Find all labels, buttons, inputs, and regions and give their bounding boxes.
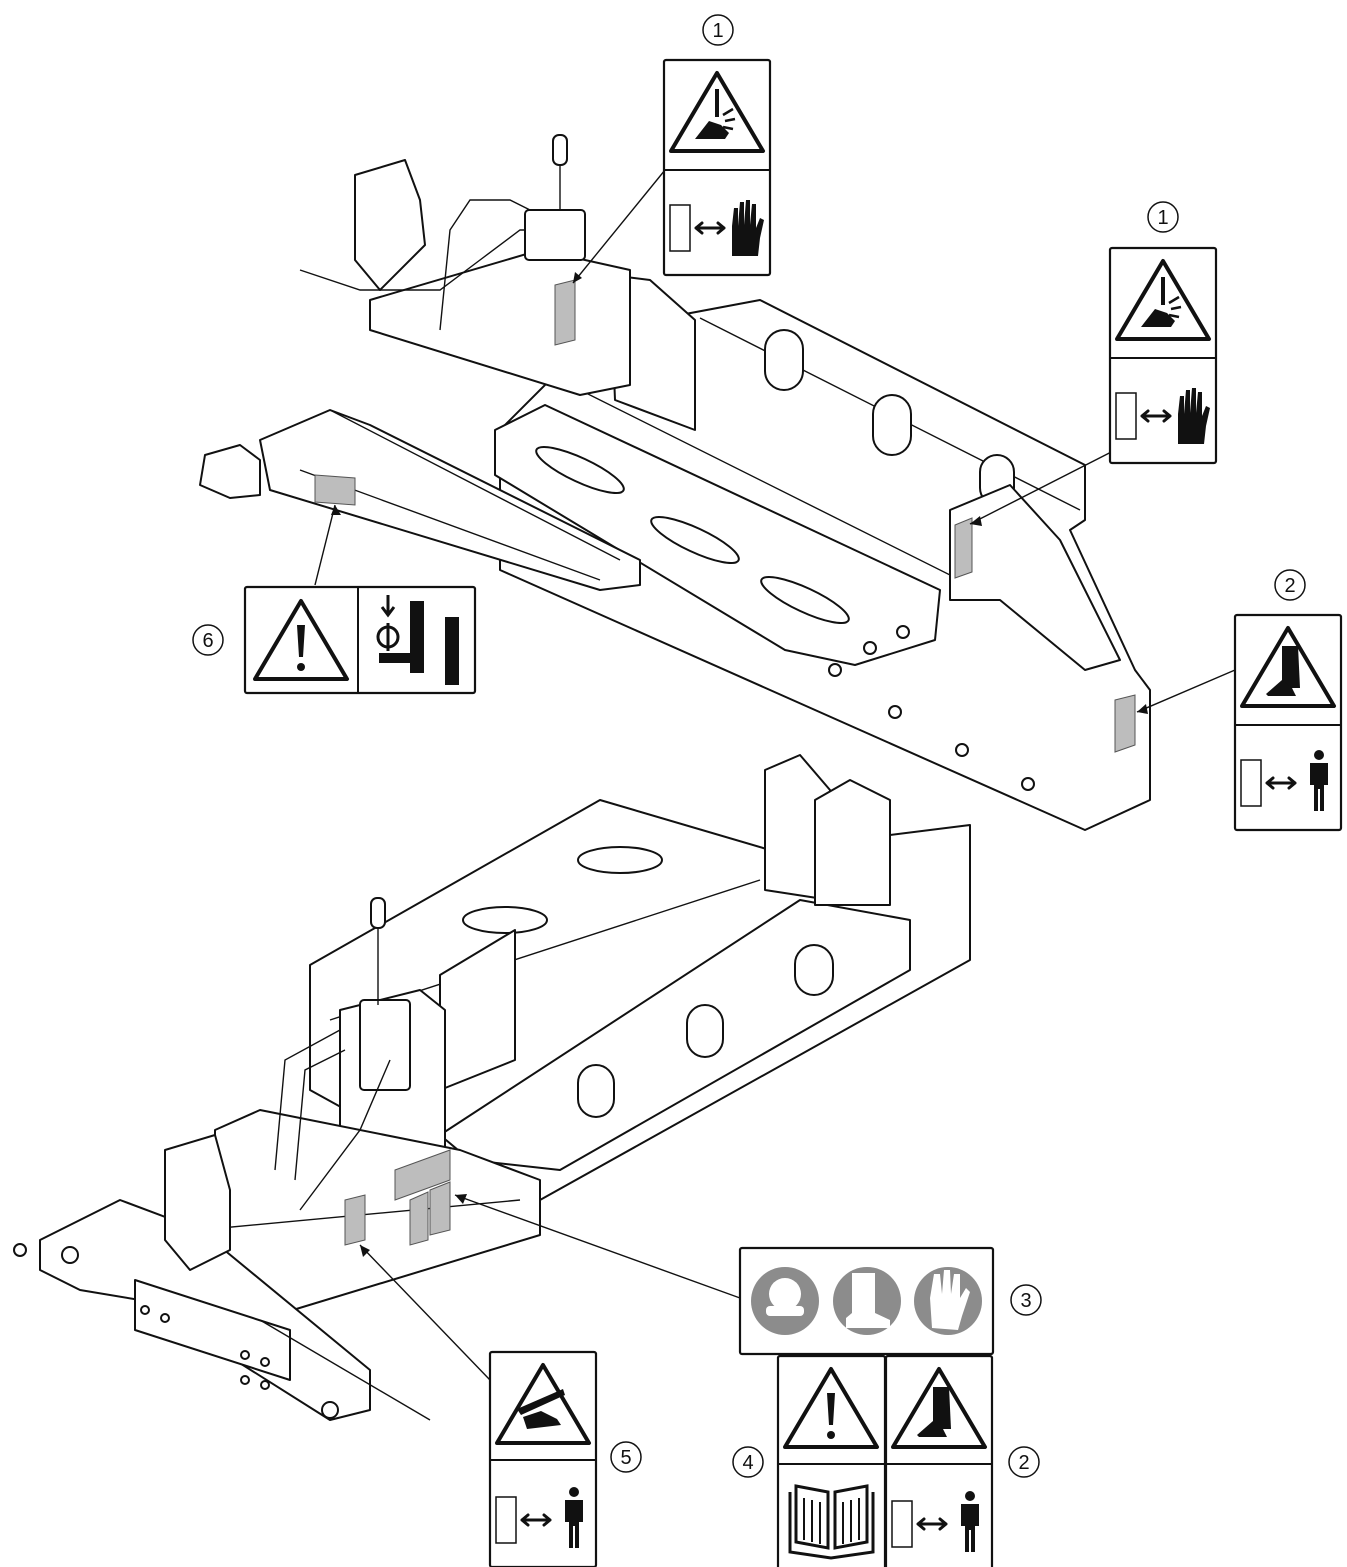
decal-panel-2-bottom [884,1354,994,1567]
safety-boot-icon [833,1267,901,1335]
decal-panel-1-top [662,58,772,277]
decal-panel-4-manual [776,1354,887,1567]
bottom-log-splitter [13,754,971,1421]
decal-spot-2a [1114,694,1136,753]
decal-panel-3-ppe [738,1246,995,1356]
decal-panel-1-right [1108,246,1218,465]
decal-panel-2-right [1233,613,1343,832]
decal-spot-5 [344,1194,366,1246]
svg-text:2: 2 [1284,575,1295,597]
top-log-splitter [199,134,1151,831]
callout-2-right: 2 [1274,569,1306,601]
decal-panel-5-hydraulic [488,1350,598,1567]
svg-text:6: 6 [202,630,213,652]
leader-lines [314,169,1236,1381]
svg-text:5: 5 [620,1447,631,1469]
decal-panel-6 [243,585,477,695]
svg-text:2: 2 [1018,1452,1029,1474]
decal-spot-2b [429,1181,451,1236]
callout-1-top-left: 1 [702,14,734,46]
callout-5-hydraulic: 5 [610,1441,642,1473]
decal-spot-6 [314,474,356,506]
svg-text:3: 3 [1020,1290,1031,1312]
decal-spot-1b [954,517,973,579]
valve-lock-icon [376,595,459,685]
open-book-icon [788,1484,875,1560]
svg-text:1: 1 [1157,207,1168,229]
callout-4-manual: 4 [732,1446,764,1478]
safety-glove-icon [914,1267,982,1335]
ear-eye-protection-icon [751,1267,819,1335]
decal-spot-1a [554,279,576,346]
callout-3-ppe: 3 [1010,1284,1042,1316]
decal-spot-3 [394,1149,451,1201]
svg-text:4: 4 [742,1452,753,1474]
callout-1-top-right: 1 [1147,201,1179,233]
callout-6-left: 6 [192,624,224,656]
svg-text:1: 1 [712,20,723,42]
callout-2-bottom: 2 [1008,1446,1040,1478]
decal-spot-4 [409,1191,429,1246]
